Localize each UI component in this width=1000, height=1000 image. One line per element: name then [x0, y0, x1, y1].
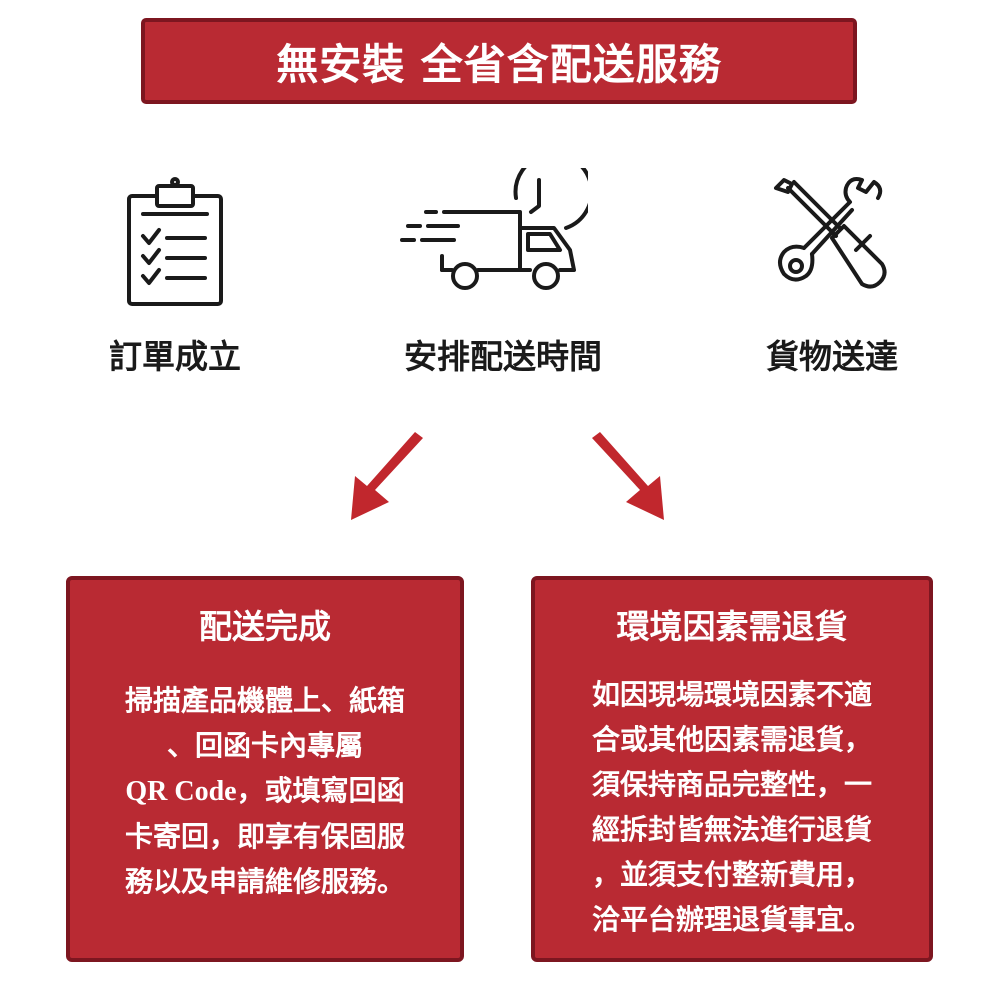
- card-return-policy: 環境因素需退貨 如因現場環境因素不適 合或其他因素需退貨， 須保持商品完整性，一…: [531, 576, 933, 962]
- step-label-delivered: 貨物送達: [766, 337, 898, 376]
- card-body: 如因現場環境因素不適 合或其他因素需退貨， 須保持商品完整性，一 經拆封皆無法進…: [551, 672, 913, 942]
- qr-code-text: QR Code: [125, 776, 237, 807]
- body-line-rest: ，或填寫回函: [236, 774, 405, 807]
- body-line: 卡寄回，即享有保固服: [124, 820, 405, 853]
- body-line: 經拆封皆無法進行退貨: [591, 813, 872, 846]
- body-line: 須保持商品完整性，一: [591, 768, 872, 801]
- step-label-schedule: 安排配送時間: [404, 337, 602, 376]
- clipboard-checklist-icon: [127, 177, 223, 306]
- step-label-order: 訂單成立: [109, 337, 241, 376]
- body-line: ，並須支付整新費用，: [591, 858, 872, 891]
- card-delivery-complete: 配送完成 掃描產品機體上、紙箱 、回函卡內專屬 QR Code，或填寫回函 卡寄…: [66, 576, 464, 962]
- arrow-down-left-icon: [351, 432, 423, 520]
- card-title: 配送完成: [199, 607, 331, 646]
- body-line: 洽平台辦理退貨事宜。: [591, 903, 872, 936]
- body-line: 掃描產品機體上、紙箱: [124, 684, 405, 717]
- arrow-down-right-icon: [592, 432, 664, 520]
- body-line: QR Code，或填寫回函: [86, 768, 444, 814]
- body-line: 合或其他因素需退貨，: [591, 723, 872, 756]
- body-line: 如因現場環境因素不適: [591, 678, 872, 711]
- banner-title: 無安裝 全省含配送服務: [276, 39, 722, 89]
- delivery-truck-clock-icon: [400, 168, 588, 290]
- body-line: 、回函卡內專屬: [166, 729, 363, 762]
- card-body: 掃描產品機體上、紙箱 、回函卡內專屬 QR Code，或填寫回函 卡寄回，即享有…: [86, 678, 444, 904]
- card-title: 環境因素需退貨: [616, 607, 848, 646]
- wrench-screwdriver-icon: [774, 177, 887, 289]
- body-line: 務以及申請維修服務。: [124, 865, 405, 898]
- title-banner: 無安裝 全省含配送服務: [141, 18, 857, 104]
